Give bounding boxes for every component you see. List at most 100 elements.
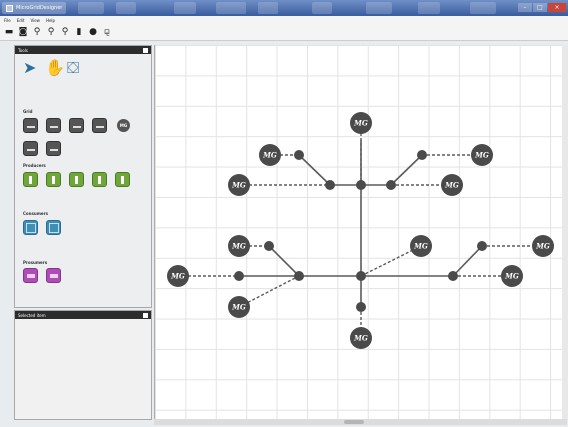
microgrid-node[interactable]: [228, 174, 250, 196]
selected-item-panel: Selected item: [14, 310, 152, 420]
bus-node[interactable]: [294, 150, 304, 160]
delete-bin-icon[interactable]: ⛋: [67, 58, 80, 77]
taskbar-item[interactable]: [470, 2, 496, 14]
section-grid: Grid: [23, 109, 33, 114]
node-label: MG: [231, 181, 246, 190]
bus-icon[interactable]: [92, 118, 107, 133]
taskbar-item[interactable]: [216, 2, 246, 14]
battery-prosumer-icon[interactable]: [23, 268, 38, 283]
vertical-scrollbar[interactable]: [562, 45, 568, 419]
node-label: MG: [353, 334, 368, 343]
generator-producer-icon[interactable]: [69, 172, 84, 187]
window-title: MicroGridDesigner: [2, 2, 67, 14]
open-folder-icon[interactable]: ▬: [4, 27, 14, 37]
bus-node[interactable]: [264, 241, 274, 251]
node-label: MG: [231, 242, 246, 251]
microgrid-node[interactable]: [350, 327, 372, 349]
bus-node[interactable]: [356, 271, 366, 281]
panel-close-icon[interactable]: [143, 312, 148, 318]
dashed-link[interactable]: [360, 245, 422, 277]
minimize-icon[interactable]: –: [518, 3, 532, 12]
connection-line[interactable]: [298, 154, 331, 186]
section-producers: Producers: [23, 163, 46, 168]
turbine-producer-icon[interactable]: [115, 172, 130, 187]
node-label: MG: [444, 181, 459, 190]
zoom-fit-icon[interactable]: ⚲: [61, 27, 69, 37]
grid-canvas[interactable]: MG MG MG MG MG MG MG MG MG MG MG MG: [154, 45, 567, 419]
menu-edit[interactable]: Edit: [16, 18, 25, 23]
microgrid-node[interactable]: [471, 144, 493, 166]
house-consumer-icon[interactable]: [23, 220, 38, 235]
taskbar: MicroGridDesigner – □ ×: [0, 0, 568, 16]
tools-panel: Tools ➤ ✋ ⛋ Grid MG Producers Consumers …: [14, 45, 152, 308]
microgrid-node[interactable]: [228, 296, 250, 318]
bus-node[interactable]: [356, 180, 366, 190]
microgrid-node[interactable]: [410, 235, 432, 257]
menu-file[interactable]: File: [4, 18, 11, 23]
microgrid-node[interactable]: [441, 174, 463, 196]
close-icon[interactable]: ×: [548, 3, 566, 12]
zoom-out-icon[interactable]: ⚲: [47, 27, 55, 37]
connection-line[interactable]: [390, 154, 423, 186]
storage-prosumer-icon[interactable]: [46, 268, 61, 283]
line-icon[interactable]: [23, 141, 38, 156]
bus-node[interactable]: [477, 241, 487, 251]
menu-help[interactable]: Help: [45, 18, 56, 23]
node-label: MG: [504, 272, 519, 281]
save-icon[interactable]: ◙: [18, 27, 28, 37]
taskbar-item[interactable]: [312, 2, 332, 14]
tools-panel-header: Tools: [15, 46, 151, 54]
menu-view[interactable]: View: [30, 18, 40, 23]
taskbar-item[interactable]: [116, 2, 136, 14]
taskbar-item[interactable]: [366, 2, 392, 14]
solar-producer-icon[interactable]: [23, 172, 38, 187]
dashed-link[interactable]: [238, 275, 300, 308]
microgrid-node[interactable]: [259, 144, 281, 166]
section-prosumers: Prosumers: [23, 260, 48, 265]
menu-bar: File Edit View Help: [0, 16, 568, 25]
microgrid-icon[interactable]: MG: [117, 119, 130, 132]
microgrid-node[interactable]: [501, 265, 523, 287]
bus-node[interactable]: [234, 271, 244, 281]
taskbar-item[interactable]: [418, 2, 440, 14]
bus-node[interactable]: [448, 271, 458, 281]
microgrid-node[interactable]: [532, 235, 554, 257]
building-consumer-icon[interactable]: [46, 220, 61, 235]
switch-icon[interactable]: [46, 118, 61, 133]
microgrid-node[interactable]: [350, 112, 372, 134]
bus-node[interactable]: [356, 302, 366, 312]
selected-item-title: Selected item: [18, 312, 46, 318]
microgrid-node[interactable]: [228, 235, 250, 257]
toolbar: ▬ ◙ ⚲ ⚲ ⚲ ▮ ● ⚼: [0, 25, 568, 41]
horizontal-scrollbar[interactable]: [154, 419, 567, 425]
connect-icon[interactable]: ⚼: [103, 27, 111, 37]
bus-node[interactable]: [417, 150, 427, 160]
taskbar-item[interactable]: [78, 2, 104, 14]
transformer-icon[interactable]: [23, 118, 38, 133]
run-icon[interactable]: ●: [89, 27, 97, 37]
scrollbar-thumb[interactable]: [344, 420, 364, 424]
select-arrow-icon[interactable]: ➤: [23, 58, 37, 77]
tools-panel-title: Tools: [18, 47, 28, 53]
taskbar-item[interactable]: [258, 2, 278, 14]
microgrid-nodes[interactable]: [167, 112, 554, 349]
pan-hand-icon[interactable]: ✋: [45, 58, 65, 77]
grid-diagram[interactable]: MG MG MG MG MG MG MG MG MG MG MG MG: [155, 45, 567, 419]
connection-line[interactable]: [268, 245, 300, 277]
bus-node[interactable]: [325, 180, 335, 190]
delete-icon[interactable]: ▮: [76, 27, 82, 37]
bus-node[interactable]: [294, 271, 304, 281]
maximize-icon[interactable]: □: [533, 3, 547, 12]
window-title-text: MicroGridDesigner: [16, 5, 63, 11]
microgrid-node[interactable]: [167, 265, 189, 287]
window-controls: – □ ×: [518, 3, 566, 12]
taskbar-item[interactable]: [174, 2, 196, 14]
bus-node[interactable]: [386, 180, 396, 190]
breaker-icon[interactable]: [69, 118, 84, 133]
cable-icon[interactable]: [46, 141, 61, 156]
panel-close-icon[interactable]: [143, 47, 148, 53]
hydro-producer-icon[interactable]: [92, 172, 107, 187]
wind-producer-icon[interactable]: [46, 172, 61, 187]
zoom-in-icon[interactable]: ⚲: [33, 27, 41, 37]
connection-line[interactable]: [452, 245, 483, 277]
